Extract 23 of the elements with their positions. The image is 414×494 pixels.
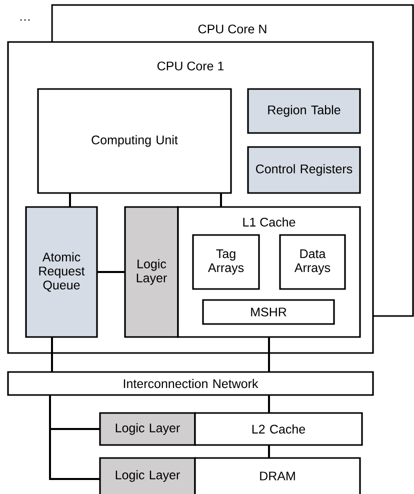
memory-box: DRAM (194, 457, 361, 494)
network-bar: Interconnection Network (7, 371, 374, 396)
queue-box: Atomic Request Queue (25, 206, 98, 338)
connector-line (268, 445, 270, 458)
table-box: Region Table (247, 88, 361, 134)
logic-layer-box: Logic Layer (99, 457, 196, 494)
logic-layer-box: Logic Layer (124, 206, 179, 338)
array-box: Data Arrays (279, 234, 346, 290)
register-box: Control Registers (247, 146, 361, 194)
connector-line (220, 193, 222, 207)
connector-line (51, 337, 53, 372)
logic-layer-box: Logic Layer (99, 412, 196, 446)
mshr-box: MSHR (202, 299, 335, 325)
array-box: Tag Arrays (192, 234, 260, 290)
connector-line (268, 395, 270, 413)
ellipsis-label: … (20, 19, 30, 21)
unit-box: Computing Unit (37, 88, 232, 194)
connector-line (268, 337, 270, 372)
connector-line (97, 271, 125, 273)
cache-box: L2 Cache (194, 412, 363, 446)
connector-line (49, 395, 100, 480)
core-box: CPU Core N (51, 4, 414, 42)
connector-line (69, 193, 71, 207)
